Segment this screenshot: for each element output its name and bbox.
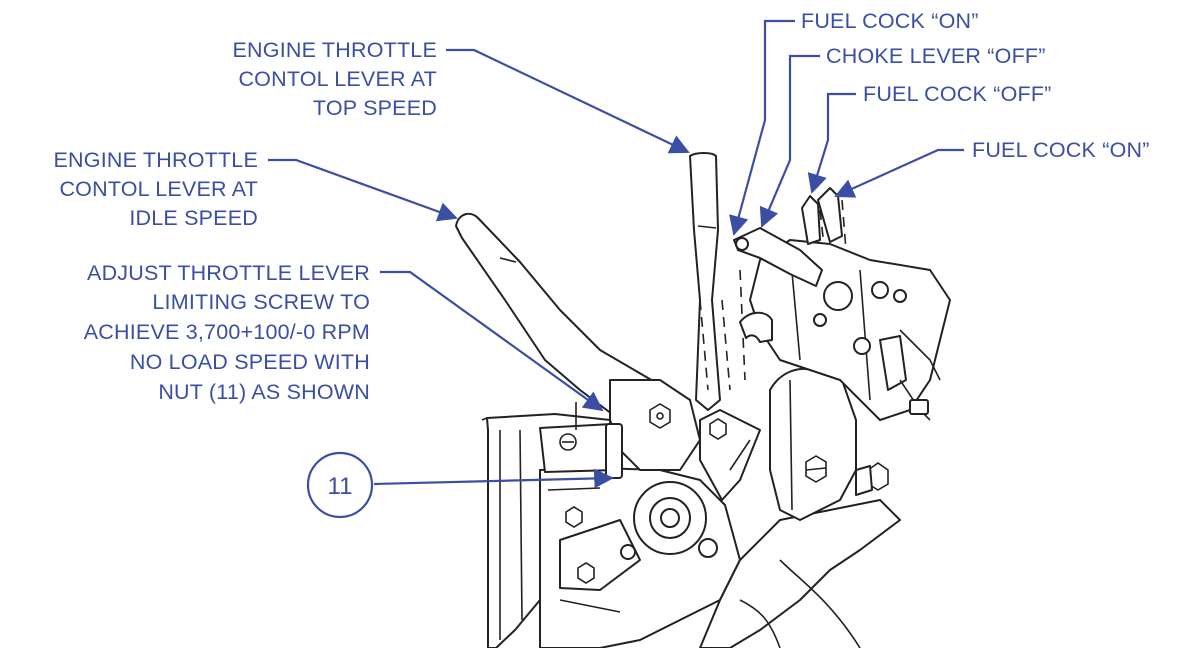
leader-fuel-cock-on-right xyxy=(834,148,964,198)
label-fuel-cock-off: FUEL COCK “OFF” xyxy=(863,82,1052,106)
leader-adjust-screw xyxy=(380,270,604,412)
label-adjust-screw-line5: NUT (11) AS SHOWN xyxy=(158,380,370,404)
label-idle-throttle: ENGINE THROTTLE CONTOL LEVER AT IDLE SPE… xyxy=(54,148,259,230)
leader-choke-lever-off xyxy=(759,54,820,228)
label-adjust-screw: ADJUST THROTTLE LEVER LIMITING SCREW TO … xyxy=(84,261,370,404)
label-idle-throttle-line2: CONTOL LEVER AT xyxy=(59,177,258,201)
label-adjust-screw-line4: NO LOAD SPEED WITH xyxy=(130,350,370,374)
leader-callout-11 xyxy=(373,468,614,489)
callout-11-number: 11 xyxy=(328,473,353,500)
label-idle-throttle-line3: IDLE SPEED xyxy=(129,206,258,230)
label-idle-throttle-line1: ENGINE THROTTLE xyxy=(54,148,259,172)
leader-lines xyxy=(268,19,964,489)
label-fuel-cock-on-top: FUEL COCK “ON” xyxy=(801,9,979,33)
leader-fuel-cock-off xyxy=(807,92,856,194)
leader-top-throttle xyxy=(446,48,690,154)
engine-drawing xyxy=(455,152,951,648)
leader-idle-throttle xyxy=(268,158,458,222)
label-top-throttle: ENGINE THROTTLE CONTOL LEVER AT TOP SPEE… xyxy=(233,38,438,120)
label-adjust-screw-line1: ADJUST THROTTLE LEVER xyxy=(87,261,370,285)
label-adjust-screw-line2: LIMITING SCREW TO xyxy=(152,290,370,314)
callout-11: 11 xyxy=(306,451,374,519)
label-choke-lever-off: CHOKE LEVER “OFF” xyxy=(826,44,1046,68)
label-fuel-cock-on-right: FUEL COCK “ON” xyxy=(972,138,1150,162)
callout-11-circle xyxy=(306,451,374,519)
label-top-throttle-line3: TOP SPEED xyxy=(313,96,437,120)
leader-fuel-cock-on-top xyxy=(729,19,795,236)
label-top-throttle-line2: CONTOL LEVER AT xyxy=(238,67,437,91)
label-top-throttle-line1: ENGINE THROTTLE xyxy=(233,38,438,62)
label-adjust-screw-line3: ACHIEVE 3,700+100/-0 RPM xyxy=(84,320,370,344)
